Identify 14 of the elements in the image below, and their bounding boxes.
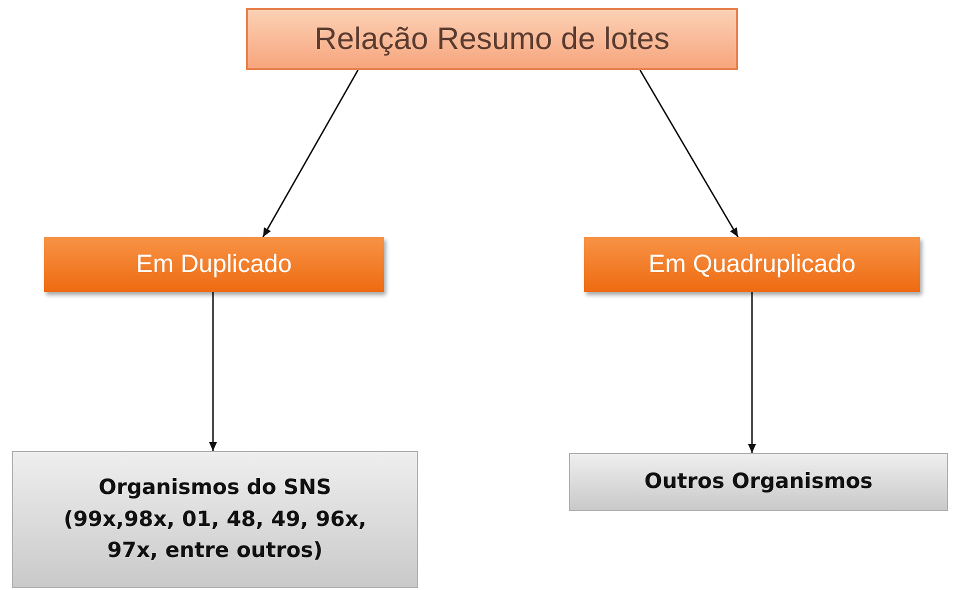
node-label: Organismos do SNS (99x,98x, 01, 48, 49, 96x, 97x, entre outros) bbox=[63, 474, 367, 564]
category-box bbox=[584, 237, 920, 292]
process-box bbox=[569, 453, 948, 511]
node-label: Em Duplicado bbox=[136, 250, 292, 279]
process-box bbox=[12, 451, 418, 588]
title-box bbox=[246, 8, 738, 70]
arrow bbox=[748, 292, 756, 453]
node-label: Relação Resumo de lotes bbox=[314, 21, 670, 57]
category-box bbox=[44, 237, 384, 292]
arrow bbox=[209, 292, 217, 451]
arrow bbox=[639, 70, 739, 238]
arrow bbox=[262, 70, 359, 238]
node-label: Outros Organismos bbox=[644, 468, 873, 496]
node-label: Em Quadruplicado bbox=[648, 250, 856, 279]
